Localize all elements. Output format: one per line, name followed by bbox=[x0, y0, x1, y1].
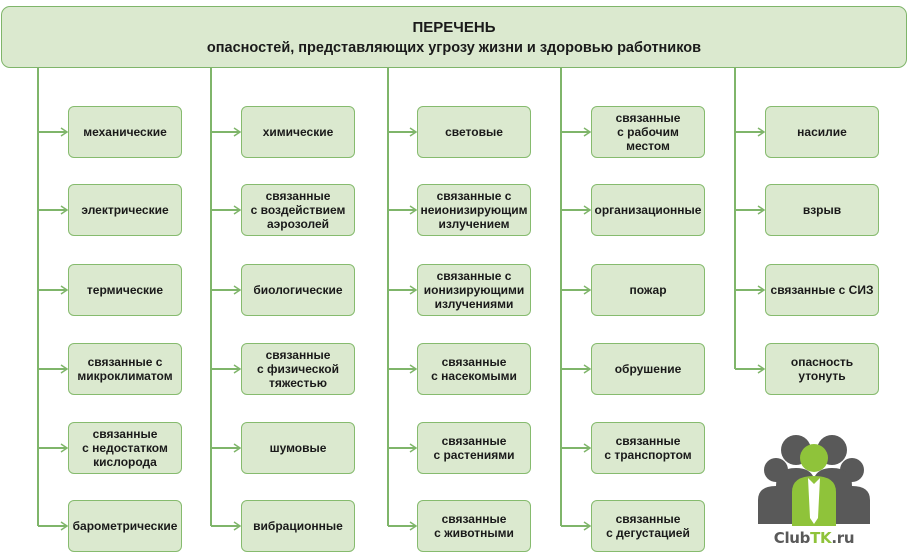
hazard-box: барометрические bbox=[68, 500, 182, 552]
hazard-box: связанные с физической тяжестью bbox=[241, 343, 355, 395]
branch-arrow bbox=[409, 205, 418, 215]
branch-arrow bbox=[409, 364, 418, 374]
branch-arrow bbox=[409, 443, 418, 453]
hazard-box: вибрационные bbox=[241, 500, 355, 552]
branch-arrow bbox=[60, 285, 69, 295]
branch-arrow bbox=[583, 205, 592, 215]
title-line-2: опасностей, представляющих угрозу жизни … bbox=[206, 40, 702, 56]
hazard-box: связанные с насекомыми bbox=[417, 343, 531, 395]
diagram-title-box: ПЕРЕЧЕНЬ опасностей, представляющих угро… bbox=[1, 6, 907, 68]
branch-arrow bbox=[409, 521, 418, 531]
people-icon bbox=[758, 435, 870, 526]
branch-arrow bbox=[60, 443, 69, 453]
hazard-box: световые bbox=[417, 106, 531, 158]
clubtk-logo: ClubTK.ru bbox=[758, 428, 870, 548]
branch-arrow bbox=[409, 285, 418, 295]
branch-arrow bbox=[233, 364, 242, 374]
branch-arrow bbox=[60, 127, 69, 137]
logo-text: ClubTK.ru bbox=[773, 529, 855, 547]
hazard-box: связанные с транспортом bbox=[591, 422, 705, 474]
hazard-box: связанные с растениями bbox=[417, 422, 531, 474]
branch-arrow bbox=[583, 443, 592, 453]
branch-arrow bbox=[60, 205, 69, 215]
hazard-box: шумовые bbox=[241, 422, 355, 474]
branch-arrow bbox=[233, 521, 242, 531]
hazard-box: обрушение bbox=[591, 343, 705, 395]
branch-arrow bbox=[757, 285, 766, 295]
hazard-box: термические bbox=[68, 264, 182, 316]
branch-arrow bbox=[757, 205, 766, 215]
hazard-box: электрические bbox=[68, 184, 182, 236]
hazard-box: насилие bbox=[765, 106, 879, 158]
branch-arrow bbox=[233, 443, 242, 453]
branch-arrow bbox=[583, 285, 592, 295]
hazard-box: связанные с воздействием аэрозолей bbox=[241, 184, 355, 236]
hazard-box: химические bbox=[241, 106, 355, 158]
hazard-box: механические bbox=[68, 106, 182, 158]
hazard-box: связанные с недостатком кислорода bbox=[68, 422, 182, 474]
hazard-box: пожар bbox=[591, 264, 705, 316]
hazard-box: связанные с животными bbox=[417, 500, 531, 552]
hazard-box: биологические bbox=[241, 264, 355, 316]
branch-arrow bbox=[583, 364, 592, 374]
title-line-1: ПЕРЕЧЕНЬ bbox=[412, 19, 496, 36]
branch-arrow bbox=[233, 127, 242, 137]
hazard-box: организационные bbox=[591, 184, 705, 236]
branch-arrow bbox=[583, 521, 592, 531]
hazard-box: связанные с микроклиматом bbox=[68, 343, 182, 395]
hazard-box: связанные с дегустацией bbox=[591, 500, 705, 552]
branch-arrow bbox=[60, 521, 69, 531]
branch-arrow bbox=[60, 364, 69, 374]
branch-arrow bbox=[233, 285, 242, 295]
hazard-box: взрыв bbox=[765, 184, 879, 236]
hazard-box: связанные с рабочим местом bbox=[591, 106, 705, 158]
branch-arrow bbox=[409, 127, 418, 137]
branch-arrow bbox=[757, 364, 766, 374]
hazard-box: связанные с СИЗ bbox=[765, 264, 879, 316]
hazard-box: опасность утонуть bbox=[765, 343, 879, 395]
branch-arrow bbox=[583, 127, 592, 137]
branch-arrow bbox=[757, 127, 766, 137]
hazard-box: связанные с неионизирующим излучением bbox=[417, 184, 531, 236]
hazard-box: связанные с ионизирующими излучениями bbox=[417, 264, 531, 316]
branch-arrow bbox=[233, 205, 242, 215]
